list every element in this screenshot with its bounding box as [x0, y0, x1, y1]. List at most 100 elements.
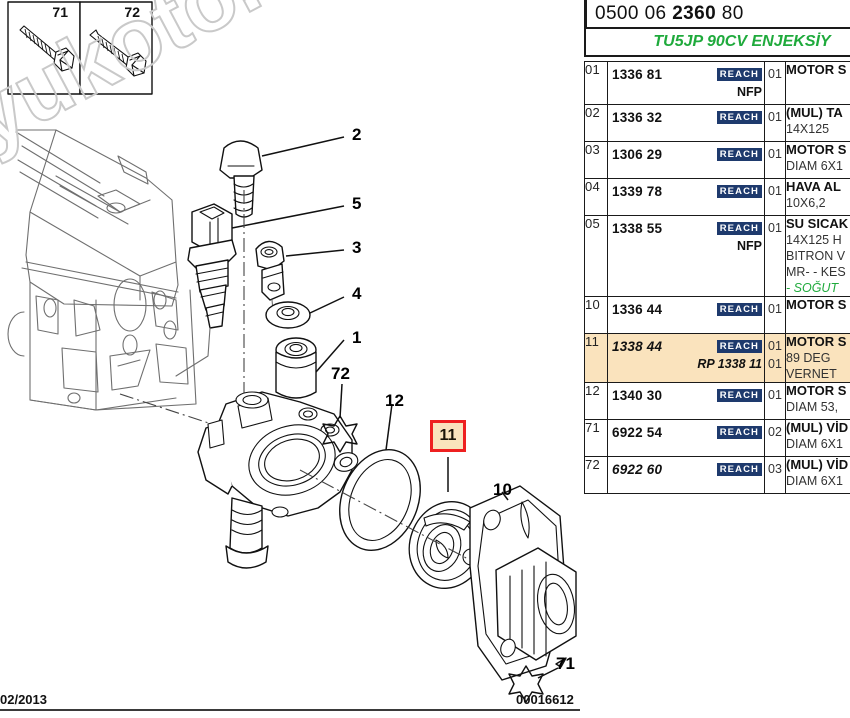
quantity-value: 01	[768, 339, 782, 353]
description-title: MOTOR S	[786, 297, 847, 313]
inset-box-72: 72	[79, 1, 153, 95]
centerline-assembly	[299, 469, 471, 561]
quantity-value: 01	[768, 302, 782, 316]
leader-3	[285, 249, 345, 257]
quantity-value: 01	[768, 110, 782, 124]
callout-71: 71	[556, 654, 575, 673]
description-title: MOTOR S	[786, 62, 847, 78]
reach-badge: REACH	[716, 221, 762, 235]
row-index: 03	[584, 141, 608, 179]
star-marker-72	[322, 415, 358, 453]
callout-12: 12	[385, 391, 404, 410]
quantity-value: 01	[768, 147, 782, 161]
row-quantity-cell: 01	[764, 178, 786, 216]
part-reference: 1336 32	[612, 109, 663, 125]
callout-72: 72	[331, 364, 350, 383]
part-reference: 1338 44	[612, 338, 663, 354]
callout-11-highlighted[interactable]: 11	[430, 420, 466, 452]
row-index: 01	[584, 61, 608, 105]
reach-badge: REACH	[716, 388, 762, 402]
quantity-value: 02	[768, 425, 782, 439]
thermostat-housing-body	[197, 391, 359, 569]
reach-badge: REACH	[716, 425, 762, 439]
callout-2: 2	[352, 125, 362, 144]
reach-badge: REACH	[716, 462, 762, 476]
row-quantity-cell: 01	[764, 141, 786, 179]
reach-badge: REACH	[716, 67, 762, 81]
description-detail: VERNET	[786, 367, 837, 381]
part-10-outlet-housing	[469, 485, 577, 681]
part-1-sleeve	[275, 337, 317, 399]
nfp-label: NFP	[737, 239, 762, 253]
leader-5	[231, 205, 345, 229]
quantity-value: 01	[768, 184, 782, 198]
quantity-value: 03	[768, 462, 782, 476]
quantity-value: 01	[768, 221, 782, 235]
row-reference-cell: 1338 55 REACH NFP	[607, 215, 765, 297]
row-index: 11	[584, 333, 608, 383]
description-title: MOTOR S	[786, 383, 847, 399]
row-quantity-cell: 01	[764, 215, 786, 297]
part-reference: 6922 54	[612, 424, 663, 440]
description-title: MOTOR S	[786, 334, 847, 350]
document-reference-header: 0500 06 2360 80	[584, 0, 850, 27]
reach-badge: REACH	[716, 302, 762, 316]
part-reference: 1338 55	[612, 220, 663, 236]
row-index: 10	[584, 296, 608, 334]
part-reference: 1336 81	[612, 66, 663, 82]
exploded-view-diagram: .ln{fill:none;stroke:#6f6f6f;stroke-widt…	[0, 0, 580, 711]
callout-3: 3	[352, 238, 362, 257]
row-reference-cell: 1306 29 REACH	[607, 141, 765, 179]
document-reference-text: 0500 06 2360 80	[595, 2, 744, 24]
row-quantity-cell: 02	[764, 419, 786, 457]
leader-72	[339, 383, 343, 419]
part-4-washer	[265, 301, 311, 329]
row-index: 04	[584, 178, 608, 216]
description-title: SU SICAK	[786, 216, 849, 232]
row-description-cell: MOTOR S	[785, 61, 850, 105]
description-detail: 14X125	[786, 122, 830, 136]
callout-4: 4	[352, 284, 362, 303]
leader-4	[309, 296, 345, 314]
reach-badge: REACH	[716, 147, 762, 161]
nfp-label: NFP	[737, 85, 762, 99]
part-reference: 1306 29	[612, 146, 663, 162]
row-reference-cell: 6922 54 REACH	[607, 419, 765, 457]
description-detail: DIAM 6X1	[786, 474, 843, 488]
leader-12	[385, 403, 393, 451]
description-detail: BITRON V	[786, 249, 846, 263]
part-reference: 1339 78	[612, 183, 663, 199]
leader-10	[501, 491, 509, 501]
row-index: 72	[584, 456, 608, 494]
inset-label-71: 71	[52, 4, 68, 20]
description-title: MOTOR S	[786, 142, 847, 158]
row-reference-cell: 1336 81 REACH NFP	[607, 61, 765, 105]
description-detail: - SOĞUT	[786, 281, 839, 295]
reach-badge: REACH	[716, 339, 762, 353]
engine-block-outline	[7, 129, 197, 411]
part-12-gasket	[339, 449, 421, 551]
quantity-value: 01	[768, 67, 782, 81]
inset-box-71: 71	[7, 1, 81, 95]
